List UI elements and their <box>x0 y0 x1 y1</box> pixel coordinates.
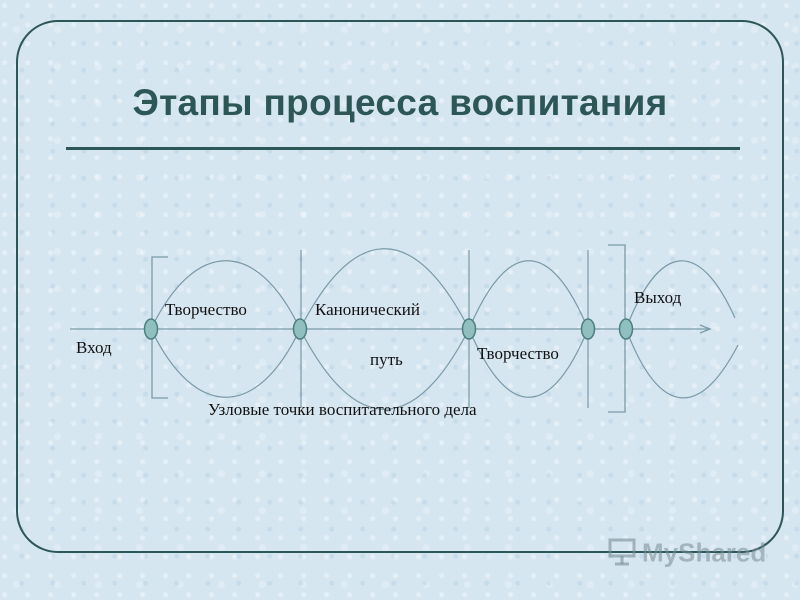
node-5 <box>618 318 634 340</box>
slide-title: Этапы процесса воспитания <box>132 82 668 123</box>
label-creativity-1: Творчество <box>165 300 247 319</box>
watermark: MyShared <box>608 536 766 573</box>
label-entry: Вход <box>76 338 112 357</box>
loop-segment-4 <box>625 260 736 330</box>
node-3 <box>461 318 477 340</box>
axis-arrowhead <box>699 324 712 334</box>
loop-segment-4b <box>625 328 739 399</box>
title-underline <box>66 147 740 150</box>
label-canonical: Канонический <box>315 300 420 319</box>
slide-frame <box>16 20 784 553</box>
watermark-text: MyShared <box>642 537 767 568</box>
node-4 <box>580 318 596 340</box>
node-2 <box>292 318 308 340</box>
node-1 <box>143 318 159 340</box>
label-exit: Выход <box>634 288 682 307</box>
label-path: путь <box>370 350 403 369</box>
label-nodal-points: Узловые точки воспитательного дела <box>208 400 477 419</box>
label-creativity-2: Творчество <box>477 344 559 363</box>
presentation-icon <box>608 536 638 573</box>
